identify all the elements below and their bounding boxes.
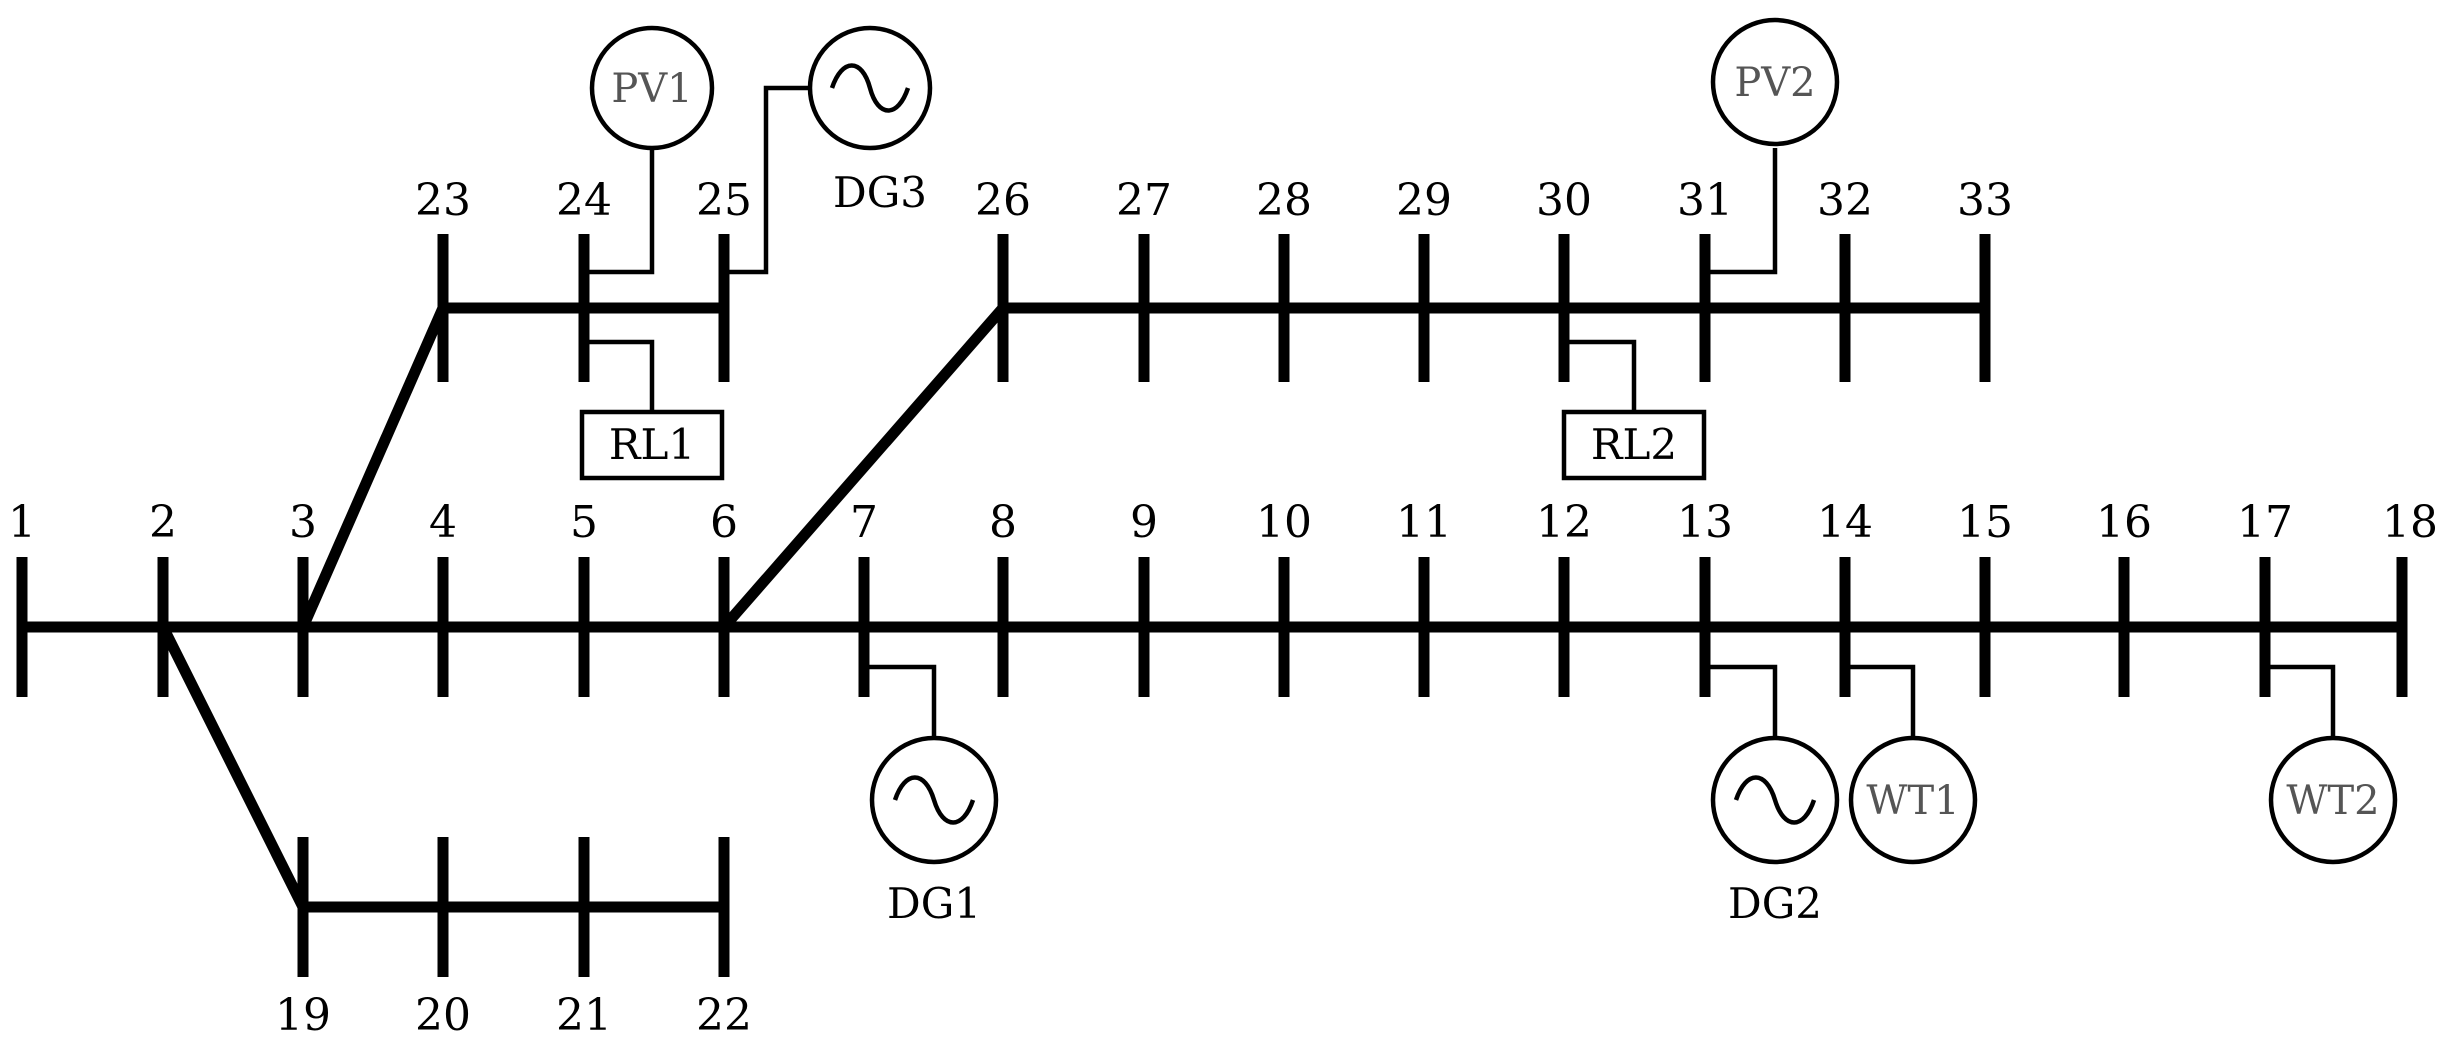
dg2-unit: DG2 bbox=[1705, 664, 1840, 928]
rl2-unit: RL2 bbox=[1561, 339, 1707, 481]
bus-label-3: 3 bbox=[289, 497, 317, 548]
dg3-unit: DG3 bbox=[724, 25, 933, 275]
rl2-load-box bbox=[1561, 409, 1707, 481]
bus-label-22: 22 bbox=[696, 990, 752, 1041]
bus-label-5: 5 bbox=[570, 497, 598, 548]
bus-label-4: 4 bbox=[429, 497, 457, 548]
tie-line-2-19 bbox=[158, 624, 308, 910]
rl2-connector bbox=[1564, 339, 1637, 412]
bus-label-18: 18 bbox=[2382, 497, 2438, 548]
rl1-load-box bbox=[579, 409, 725, 481]
bus-label-23: 23 bbox=[415, 175, 471, 226]
dg2-label: DG2 bbox=[1728, 879, 1822, 928]
wt1-unit: WT1 bbox=[1845, 664, 1978, 865]
wt1-circle bbox=[1848, 735, 1978, 865]
bus-label-30: 30 bbox=[1536, 175, 1592, 226]
dg1-connector bbox=[864, 664, 937, 738]
dg2-connector bbox=[1705, 664, 1778, 738]
bus-label-15: 15 bbox=[1957, 497, 2013, 548]
bus-label-33: 33 bbox=[1957, 175, 2013, 226]
dg3-label: DG3 bbox=[833, 168, 927, 217]
bus-label-7: 7 bbox=[850, 497, 878, 548]
bus-label-11: 11 bbox=[1396, 497, 1452, 548]
dg1-unit: DG1 bbox=[864, 664, 999, 928]
pv2-circle bbox=[1710, 17, 1840, 147]
bus-label-31: 31 bbox=[1677, 175, 1733, 226]
pv2-unit: PV2 bbox=[1705, 17, 1840, 275]
bus-label-28: 28 bbox=[1256, 175, 1312, 226]
bus-label-32: 32 bbox=[1817, 175, 1873, 226]
bus-label-8: 8 bbox=[989, 497, 1017, 548]
wt2-unit: WT2 bbox=[2265, 664, 2398, 865]
bus-label-2: 2 bbox=[149, 497, 177, 548]
dg3-connector bbox=[724, 85, 810, 275]
pv1-circle bbox=[589, 25, 715, 151]
bus-label-1: 1 bbox=[8, 497, 36, 548]
tie-line-3-23 bbox=[297, 305, 449, 630]
rl1-connector bbox=[584, 339, 655, 412]
bus-label-26: 26 bbox=[975, 175, 1031, 226]
rl1-unit: RL1 bbox=[579, 339, 725, 481]
bus-label-6: 6 bbox=[710, 497, 738, 548]
wt2-label: WT2 bbox=[2286, 778, 2379, 824]
bus-label-13: 13 bbox=[1677, 497, 1733, 548]
pv1-unit: PV1 bbox=[584, 25, 715, 275]
bus-label-17: 17 bbox=[2237, 497, 2293, 548]
pv1-label: PV1 bbox=[611, 66, 692, 112]
bus-label-24: 24 bbox=[556, 175, 612, 226]
bus-label-14: 14 bbox=[1817, 497, 1873, 548]
bus-label-10: 10 bbox=[1256, 497, 1312, 548]
wt1-label: WT1 bbox=[1866, 778, 1959, 824]
bus-label-9: 9 bbox=[1130, 497, 1158, 548]
rl1-label: RL1 bbox=[609, 420, 695, 469]
dg1-sine-wave-icon bbox=[892, 775, 976, 825]
bus-label-16: 16 bbox=[2096, 497, 2152, 548]
dg2-sine-wave-icon bbox=[1733, 775, 1817, 825]
bus-label-20: 20 bbox=[415, 990, 471, 1041]
dg3-sine-wave-icon bbox=[829, 63, 911, 113]
bus-label-25: 25 bbox=[696, 175, 752, 226]
dg1-label: DG1 bbox=[887, 879, 981, 928]
pv1-connector bbox=[584, 148, 655, 275]
bus-label-12: 12 bbox=[1536, 497, 1592, 548]
bus-label-21: 21 bbox=[556, 990, 612, 1041]
wt2-circle bbox=[2268, 735, 2398, 865]
wt1-connector bbox=[1845, 664, 1916, 738]
pv2-connector bbox=[1705, 148, 1778, 275]
bus-label-27: 27 bbox=[1116, 175, 1172, 226]
pv2-label: PV2 bbox=[1734, 60, 1815, 106]
bus-label-19: 19 bbox=[275, 990, 331, 1041]
tie-line-6-26 bbox=[719, 304, 1008, 631]
bus-label-29: 29 bbox=[1396, 175, 1452, 226]
wt2-connector bbox=[2265, 664, 2336, 738]
rl2-label: RL2 bbox=[1591, 420, 1677, 469]
